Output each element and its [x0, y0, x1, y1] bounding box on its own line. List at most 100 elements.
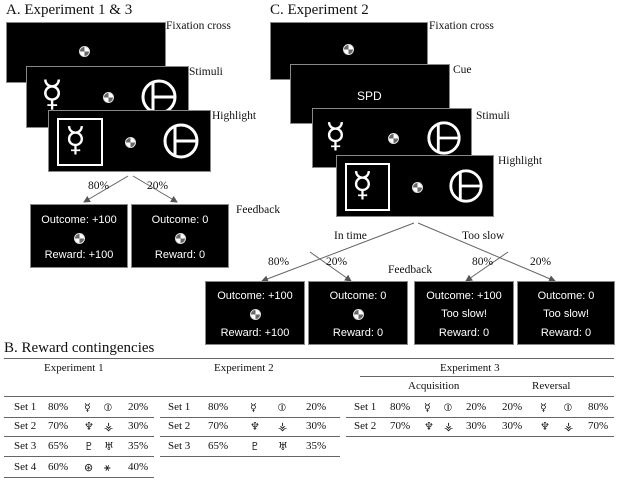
row-rule	[160, 456, 340, 457]
row-rule	[4, 456, 154, 457]
mercury-symbol-icon: ☿	[41, 74, 64, 115]
symbol-a-icon: ♇	[250, 440, 260, 453]
c-branch-in-time: In time	[334, 230, 367, 242]
set-label: Set 3	[168, 440, 191, 452]
symbol-b-icon: ⦶	[104, 401, 112, 414]
fixation-cross-icon	[74, 233, 85, 244]
prob-b: 20%	[128, 401, 149, 413]
reward-text: Reward: 0	[540, 327, 592, 339]
prob-b: 40%	[128, 461, 149, 473]
prob-a: 80%	[208, 401, 229, 413]
exp1-title: Experiment 1	[44, 362, 104, 374]
prob-a: 65%	[48, 440, 69, 452]
rev-prob-b: 70%	[588, 420, 609, 432]
exp3-subrule	[360, 376, 614, 377]
circle-theta-symbol-icon	[449, 169, 483, 203]
set-label: Set 1	[354, 401, 377, 413]
c-pct-c: 80%	[472, 256, 494, 268]
outcome-text: Outcome: 0	[537, 290, 595, 302]
fixation-cross-icon	[103, 92, 114, 103]
a-label-feedback: Feedback	[236, 204, 281, 216]
fixation-cross-icon	[388, 133, 399, 144]
a-branch-left-pct: 80%	[88, 180, 110, 192]
symbol-a-icon: ☿	[424, 401, 431, 414]
outcome-text: Outcome: +100	[41, 214, 117, 226]
reward-text: Reward: +100	[220, 327, 290, 339]
fixation-cross-icon	[125, 137, 136, 148]
exp3-title: Experiment 3	[440, 362, 500, 374]
c-label-fixation: Fixation cross	[429, 20, 494, 32]
circle-theta-symbol-icon	[427, 121, 461, 155]
set-label: Set 2	[14, 420, 37, 432]
symbol-a-icon: ⊛	[84, 461, 94, 474]
symbol-a-icon: ☿	[250, 401, 257, 414]
symbol-a-icon: ♆	[424, 420, 434, 433]
c-pct-d: 20%	[530, 256, 552, 268]
fixation-cross-icon	[353, 309, 364, 320]
symbol-b-icon: ⚶	[104, 420, 114, 433]
table-header-rule	[4, 396, 614, 397]
prob-a: 80%	[390, 401, 411, 413]
symbol-b-icon: ⚶	[278, 420, 288, 433]
set-label: Set 2	[354, 420, 377, 432]
symbol-b-icon: ⦶	[444, 401, 452, 414]
rev-symbol-a-icon: ♆	[540, 420, 550, 433]
exp3-reversal: Reversal	[532, 380, 571, 392]
exp2-title: Experiment 2	[214, 362, 274, 374]
c-feedback-2: Outcome: 0 Reward: 0	[308, 281, 408, 345]
row-rule	[4, 417, 154, 418]
symbol-a-icon: ♇	[84, 440, 94, 453]
symbol-a-icon: ♆	[84, 420, 94, 433]
a-highlight-screen: ☿	[48, 110, 211, 172]
set-label: Set 1	[168, 401, 191, 413]
symbol-b-icon: ⚶	[444, 420, 454, 433]
a-label-highlight: Highlight	[212, 110, 257, 122]
panel-c-title: C. Experiment 2	[270, 2, 369, 18]
outcome-text: Outcome: 0	[151, 214, 209, 226]
rev-symbol-b-icon: ⚶	[564, 420, 574, 433]
row-rule	[160, 436, 340, 437]
set-label: Set 3	[14, 440, 37, 452]
c-feedback-1: Outcome: +100 Reward: +100	[205, 281, 305, 345]
table-top-rule	[4, 358, 614, 359]
rev-prob-a: 30%	[502, 420, 523, 432]
c-branch-too-slow: Too slow	[462, 230, 505, 242]
a-label-fixation: Fixation cross	[166, 20, 231, 32]
panel-a-title: A. Experiment 1 & 3	[6, 2, 133, 18]
c-highlight-screen: ☿	[336, 155, 494, 217]
prob-b: 30%	[128, 420, 149, 432]
c-label-highlight: Highlight	[498, 155, 543, 167]
mercury-symbol-icon: ☿	[325, 116, 346, 156]
prob-b: 35%	[306, 440, 327, 452]
row-rule	[346, 436, 614, 437]
c-feedback-3: Outcome: +100 Too slow! Reward: 0	[414, 281, 514, 345]
symbol-b-icon: ⚹	[104, 461, 111, 474]
c-pct-b: 20%	[326, 256, 348, 268]
row-rule	[4, 477, 154, 478]
row-rule	[4, 436, 154, 437]
mercury-symbol-icon: ☿	[65, 120, 86, 160]
exp3-acquisition: Acquisition	[408, 380, 460, 392]
prob-b: 30%	[466, 420, 487, 432]
too-slow-text: Too slow!	[543, 308, 589, 320]
fixation-cross-icon	[175, 233, 186, 244]
a-feedback-left: Outcome: +100 Reward: +100	[30, 204, 128, 268]
row-rule	[346, 417, 614, 418]
outcome-text: Outcome: +100	[426, 290, 502, 302]
highlight-frame	[57, 118, 103, 166]
c-label-stimuli: Stimuli	[476, 110, 510, 122]
symbol-b-icon: ♅	[104, 440, 114, 453]
c-label-feedback: Feedback	[388, 264, 433, 276]
prob-a: 65%	[208, 440, 229, 452]
rev-prob-b: 80%	[588, 401, 609, 413]
fixation-cross-icon	[250, 309, 261, 320]
c-label-cue: Cue	[453, 64, 472, 76]
prob-b: 35%	[128, 440, 149, 452]
set-label: Set 2	[168, 420, 191, 432]
c-pct-a: 80%	[268, 256, 290, 268]
reward-text: Reward: 0	[154, 249, 206, 261]
too-slow-text: Too slow!	[441, 308, 487, 320]
fixation-cross-icon	[79, 46, 90, 57]
symbol-a-icon: ☿	[84, 401, 91, 414]
